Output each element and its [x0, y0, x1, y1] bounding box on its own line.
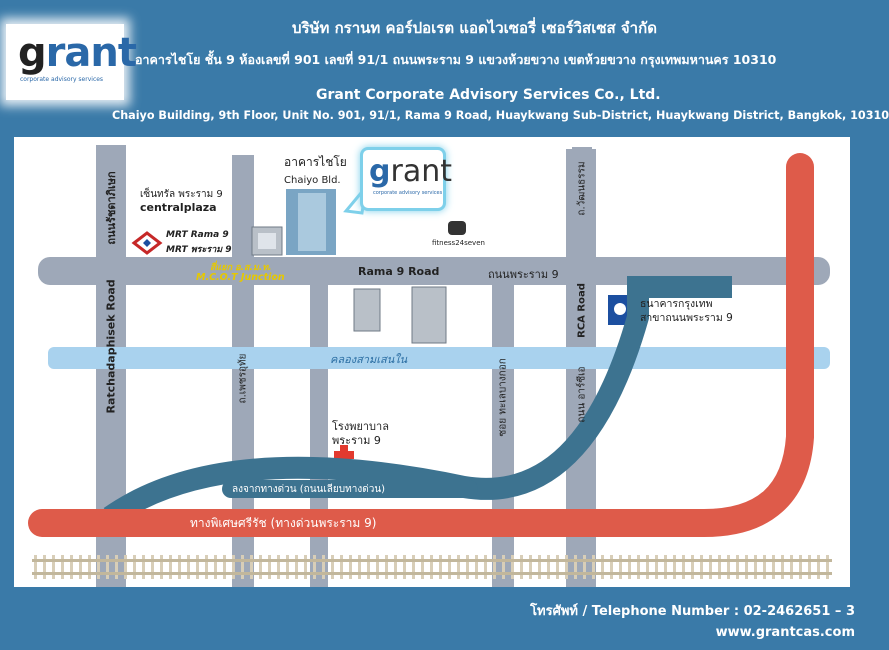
wattanatham-road: [572, 147, 592, 257]
website-link[interactable]: www.grantcas.com: [715, 625, 855, 640]
fitness-logo: [448, 221, 466, 235]
hospital-cross-icon: [334, 445, 354, 465]
logo-wordmark: grant: [18, 30, 137, 76]
mcot-junction-thai-label: สี่แยก อ.ส.ม.ท.: [210, 263, 272, 273]
building-thai-label: อาคารไชโย: [284, 155, 347, 169]
grant-callout: grant corporate advisory services: [360, 147, 452, 211]
samsen-canal-label: คลองสามเสนใน: [330, 353, 408, 366]
rail-ties: [32, 555, 832, 579]
thai-address: อาคารไชโย ชั้น 9 ห้องเลขที่ 901 เลขที่ 9…: [135, 52, 777, 67]
hospital-name-label: พระราม 9: [332, 434, 381, 447]
callout-tagline: corporate advisory services: [373, 190, 443, 196]
rail-line-top: [32, 559, 832, 562]
fitness-label: fitness24seven: [432, 239, 485, 247]
company-logo: grant corporate advisory services: [6, 24, 137, 100]
mrt-logo: [131, 231, 163, 255]
exit-ramp-strip: [222, 480, 478, 498]
central-thai-label: เซ็นทรัล พระราม 9: [140, 189, 223, 200]
callout-letters-rant: rant: [390, 154, 452, 189]
ratchada-road-label: Ratchadaphisek Road: [104, 279, 118, 414]
mrt-rama9-thai-label: MRT พระราม 9: [166, 245, 232, 255]
hospital-label: โรงพยาบาล: [332, 420, 389, 433]
rail-line-bottom: [32, 572, 832, 575]
expressway-curve: [28, 153, 814, 537]
soi-talay-label: ซอย ทะเลบางกอก: [497, 358, 509, 437]
english-company-name: Grant Corporate Advisory Services Co., L…: [316, 87, 661, 103]
building-small-left: [251, 226, 283, 256]
callout-wordmark: grant: [369, 154, 452, 189]
english-address: Chaiyo Building, 9th Floor, Unit No. 901…: [112, 109, 889, 122]
logo-letter-g: g: [18, 30, 47, 76]
building-center-2: [411, 286, 447, 344]
thai-company-name: บริษัท กรานท คอร์ปอเรต แอดไวเซอรี่ เซอร์…: [292, 19, 657, 37]
callout-letter-g: g: [369, 154, 391, 189]
building-center-1: [353, 288, 381, 332]
mcot-junction-label: M.C.O.T Junction: [196, 272, 285, 283]
expressway-label: ทางพิเศษศรีรัช (ทางด่วนพระราม 9): [190, 516, 377, 530]
rama9-road-label: Rama 9 Road: [358, 265, 440, 278]
samsen-canal: [48, 347, 830, 369]
phetchaburi-road-label: ถ.เพชรอุทัย: [237, 353, 249, 404]
logo-tagline: corporate advisory services: [20, 76, 104, 83]
building-english-label: Chaiyo Bld.: [284, 175, 341, 186]
rca-road-label: RCA Road: [576, 283, 588, 338]
bangkok-bank-branch-label: สาขาถนนพระราม 9: [640, 312, 733, 324]
chaiyo-building: [286, 189, 336, 255]
map-drawing: [28, 145, 832, 587]
rca-road-thai-label: ถนน อาร์ซีเอ: [576, 366, 588, 423]
rama9-road-thai-label: ถนนพระราม 9: [488, 268, 559, 281]
central-plaza-label: centralplaza: [140, 201, 217, 214]
location-map: อาคารไชโย Chaiyo Bld. grant corporate ad…: [14, 137, 850, 587]
exit-ramp-label: ลงจากทางด่วน (ถนนเลียบทางด่วน): [232, 484, 386, 495]
bangkok-bank-label: ธนาคารกรุงเทพ: [640, 298, 713, 310]
logo-letters-rant: rant: [45, 30, 137, 76]
mrt-rama9-label: MRT Rama 9: [166, 230, 229, 240]
telephone-number: โทรศัพท์ / Telephone Number : 02-2462651…: [530, 604, 855, 619]
ratchada-thai-label: ถนนรัชดาภิเษก: [105, 171, 118, 245]
upper-short-road: [310, 285, 328, 587]
wattanatham-road-label: ถ.วัฒนธรรม: [576, 161, 588, 216]
